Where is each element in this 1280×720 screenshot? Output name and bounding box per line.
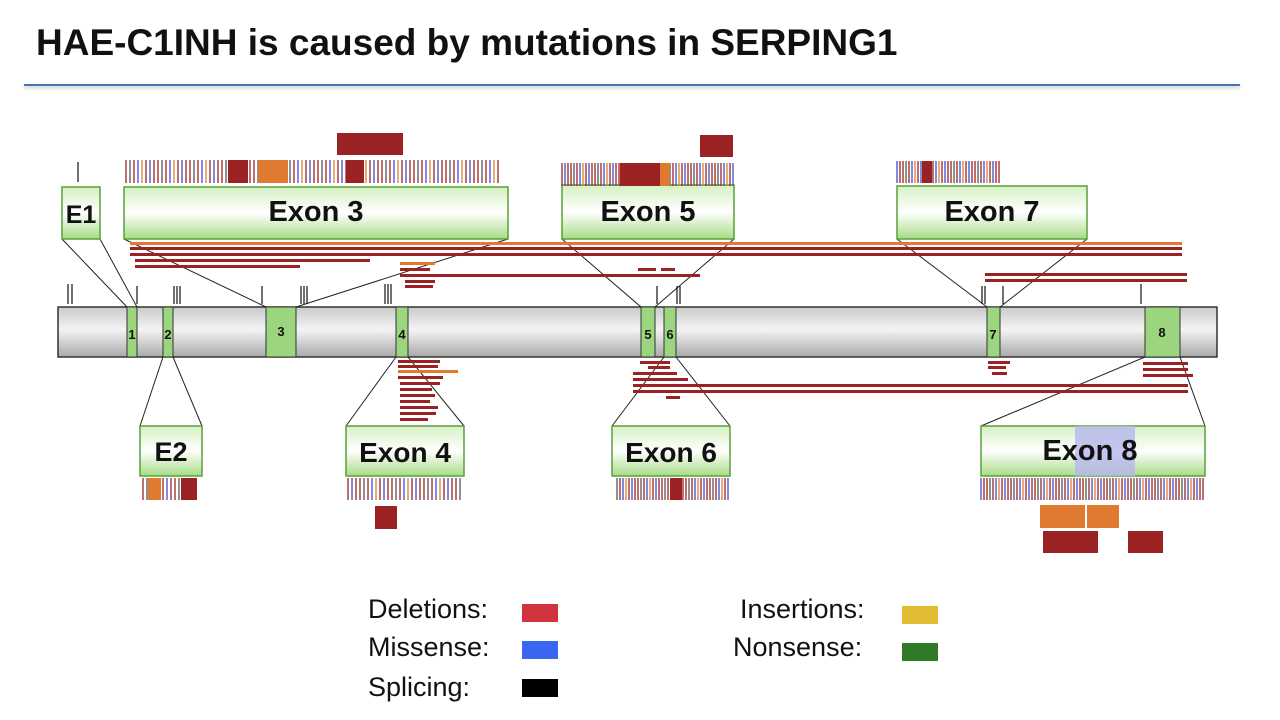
callout-label: Exon 6	[625, 437, 717, 468]
callout-e2: E2	[139, 425, 203, 477]
legend-nonsense-swatch	[902, 643, 938, 661]
gene-exon-label: 7	[989, 327, 996, 342]
callout-label: Exon 7	[944, 196, 1039, 228]
gene-exon-label: 5	[644, 327, 651, 342]
legend-deletions-label: Deletions:	[368, 594, 489, 624]
callout-exon-4: Exon 4	[345, 425, 465, 477]
gene-exon-label: 2	[164, 327, 171, 342]
callout-exon-5: Exon 5	[561, 184, 735, 240]
callout-label: E1	[66, 201, 97, 229]
gene-exon-4: 4	[395, 306, 409, 358]
callout-exon-3: Exon 3	[123, 186, 509, 240]
callout-exon-7: Exon 7	[896, 185, 1088, 240]
gene-exon-7: 7	[986, 306, 1001, 358]
callout-label: Exon 5	[600, 196, 695, 228]
deletion-blocks	[148, 133, 1163, 553]
legend-deletions-swatch	[522, 604, 558, 622]
gene-exon-label: 1	[128, 327, 135, 342]
legend-missense-label: Missense:	[368, 632, 490, 662]
gene-exon-label: 8	[1158, 325, 1165, 340]
legend-missense-swatch	[522, 641, 558, 659]
gene-exon-6: 6	[663, 306, 677, 358]
gene-exon-5: 5	[640, 306, 656, 358]
callout-exon-6: Exon 6	[611, 425, 731, 477]
gene-exon-label: 3	[277, 324, 284, 339]
callout-label: Exon 3	[268, 196, 363, 228]
gene-bar	[57, 306, 1218, 358]
gene-exon-3: 3	[265, 306, 297, 358]
gene-exon-label: 6	[666, 327, 673, 342]
legend-insertions-label: Insertions:	[740, 594, 865, 624]
intron-splice-ticks	[67, 162, 1142, 304]
callout-label: E2	[154, 437, 187, 467]
gene-exon-8: 8	[1144, 306, 1181, 358]
deletion-spans-below	[398, 360, 1193, 421]
legend-splicing-swatch	[522, 679, 558, 697]
legend-insertions-swatch	[902, 606, 938, 624]
legend-splicing-label: Splicing:	[368, 672, 471, 702]
title-divider	[24, 84, 1240, 86]
callout-e1: E1	[61, 186, 101, 240]
legend-nonsense-label: Nonsense:	[733, 632, 863, 662]
deletion-spans-above	[130, 242, 1187, 288]
gene-exon-2: 2	[162, 306, 174, 358]
callout-exon-8: Exon 8	[980, 425, 1206, 477]
gene-exon-label: 4	[398, 327, 406, 342]
gene-exon-1: 1	[126, 306, 138, 358]
callout-label: Exon 4	[359, 437, 451, 468]
page-title: HAE-C1INH is caused by mutations in SERP…	[36, 22, 898, 63]
callout-label: Exon 8	[1042, 435, 1137, 467]
